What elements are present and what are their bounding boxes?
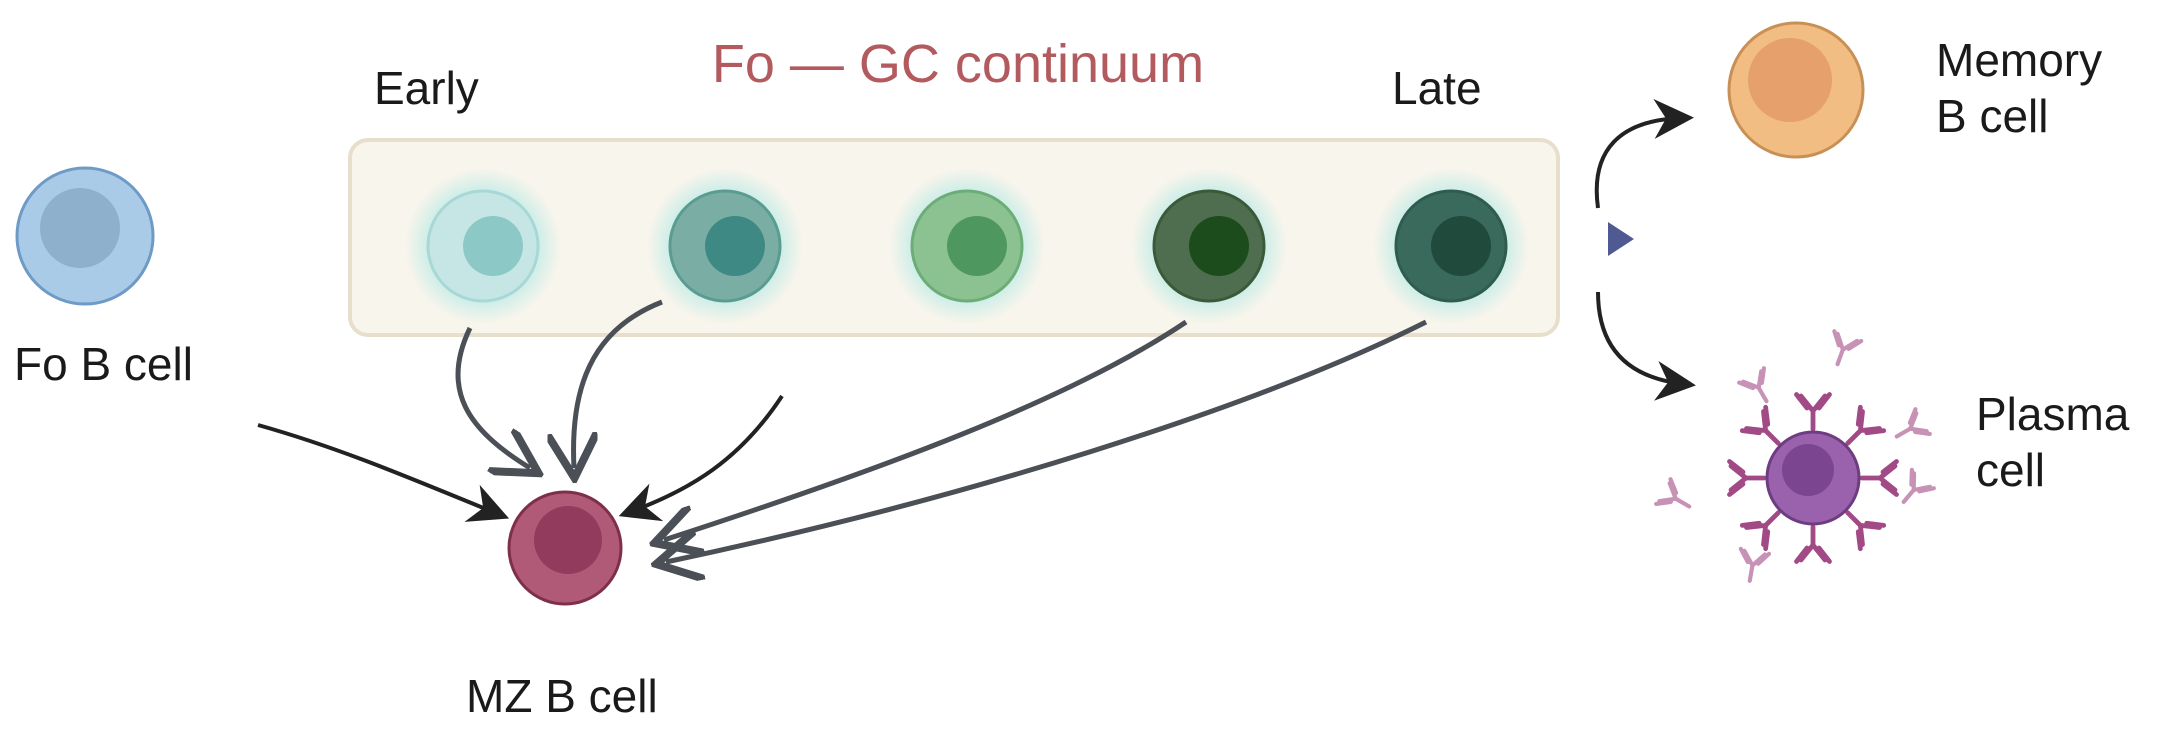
main-arrow-head	[1608, 222, 1634, 256]
arrow-to-plasma	[1596, 291, 1696, 401]
bound-antibody-1	[1794, 392, 1832, 432]
memory-b-cell	[1727, 21, 1865, 159]
mz-b-cell	[507, 490, 623, 606]
bound-antibody-2	[1845, 404, 1887, 446]
early-label: Early	[374, 62, 479, 114]
free-antibody-5	[1738, 546, 1772, 583]
free-antibody-2	[1737, 366, 1769, 404]
arrow-cell5-to-mz	[666, 319, 1428, 562]
continuum-cell-4	[1131, 168, 1287, 324]
arrow-fo-to-mz	[257, 423, 510, 522]
free-antibody-1	[1832, 329, 1864, 367]
free-antibody-3	[1901, 467, 1936, 505]
arrow-to-memory	[1594, 98, 1694, 209]
continuum-cell-1	[405, 168, 561, 324]
fo-b-cell	[15, 166, 155, 306]
memory-b-cell-label-line2: B cell	[1936, 90, 2048, 142]
late-label: Late	[1392, 62, 1482, 114]
bound-antibody-3	[1859, 459, 1899, 497]
plasma-cell-label-line1: Plasma	[1976, 388, 2130, 440]
fo-b-cell-label: Fo B cell	[14, 338, 193, 390]
free-antibody-4	[1654, 477, 1692, 509]
bound-antibody-7	[1727, 459, 1767, 497]
arrow-cell4-to-mz	[664, 319, 1188, 540]
continuum-cells	[405, 168, 1529, 324]
memory-b-cell-label-line1: Memory	[1936, 34, 2102, 86]
bound-antibody-5	[1794, 524, 1832, 564]
bound-antibody-6	[1739, 510, 1781, 552]
plasma-cell-label-line2: cell	[1976, 444, 2045, 496]
arrow-gap-to-mz	[618, 394, 784, 522]
continuum-cell-2	[647, 168, 803, 324]
arrow-cell2-to-mz	[574, 299, 663, 468]
continuum-cell-3	[889, 168, 1045, 324]
bound-antibody-8	[1739, 404, 1781, 446]
free-antibody-6	[1894, 407, 1932, 439]
plasma-cell	[1765, 430, 1861, 526]
arrow-cell1-to-mz	[455, 326, 530, 468]
bound-antibody-4	[1845, 510, 1887, 552]
continuum-cell-5	[1373, 168, 1529, 324]
continuum-title: Fo — GC continuum	[712, 34, 1204, 94]
mz-b-cell-label: MZ B cell	[466, 670, 658, 722]
antibody-cluster	[1654, 329, 1936, 583]
